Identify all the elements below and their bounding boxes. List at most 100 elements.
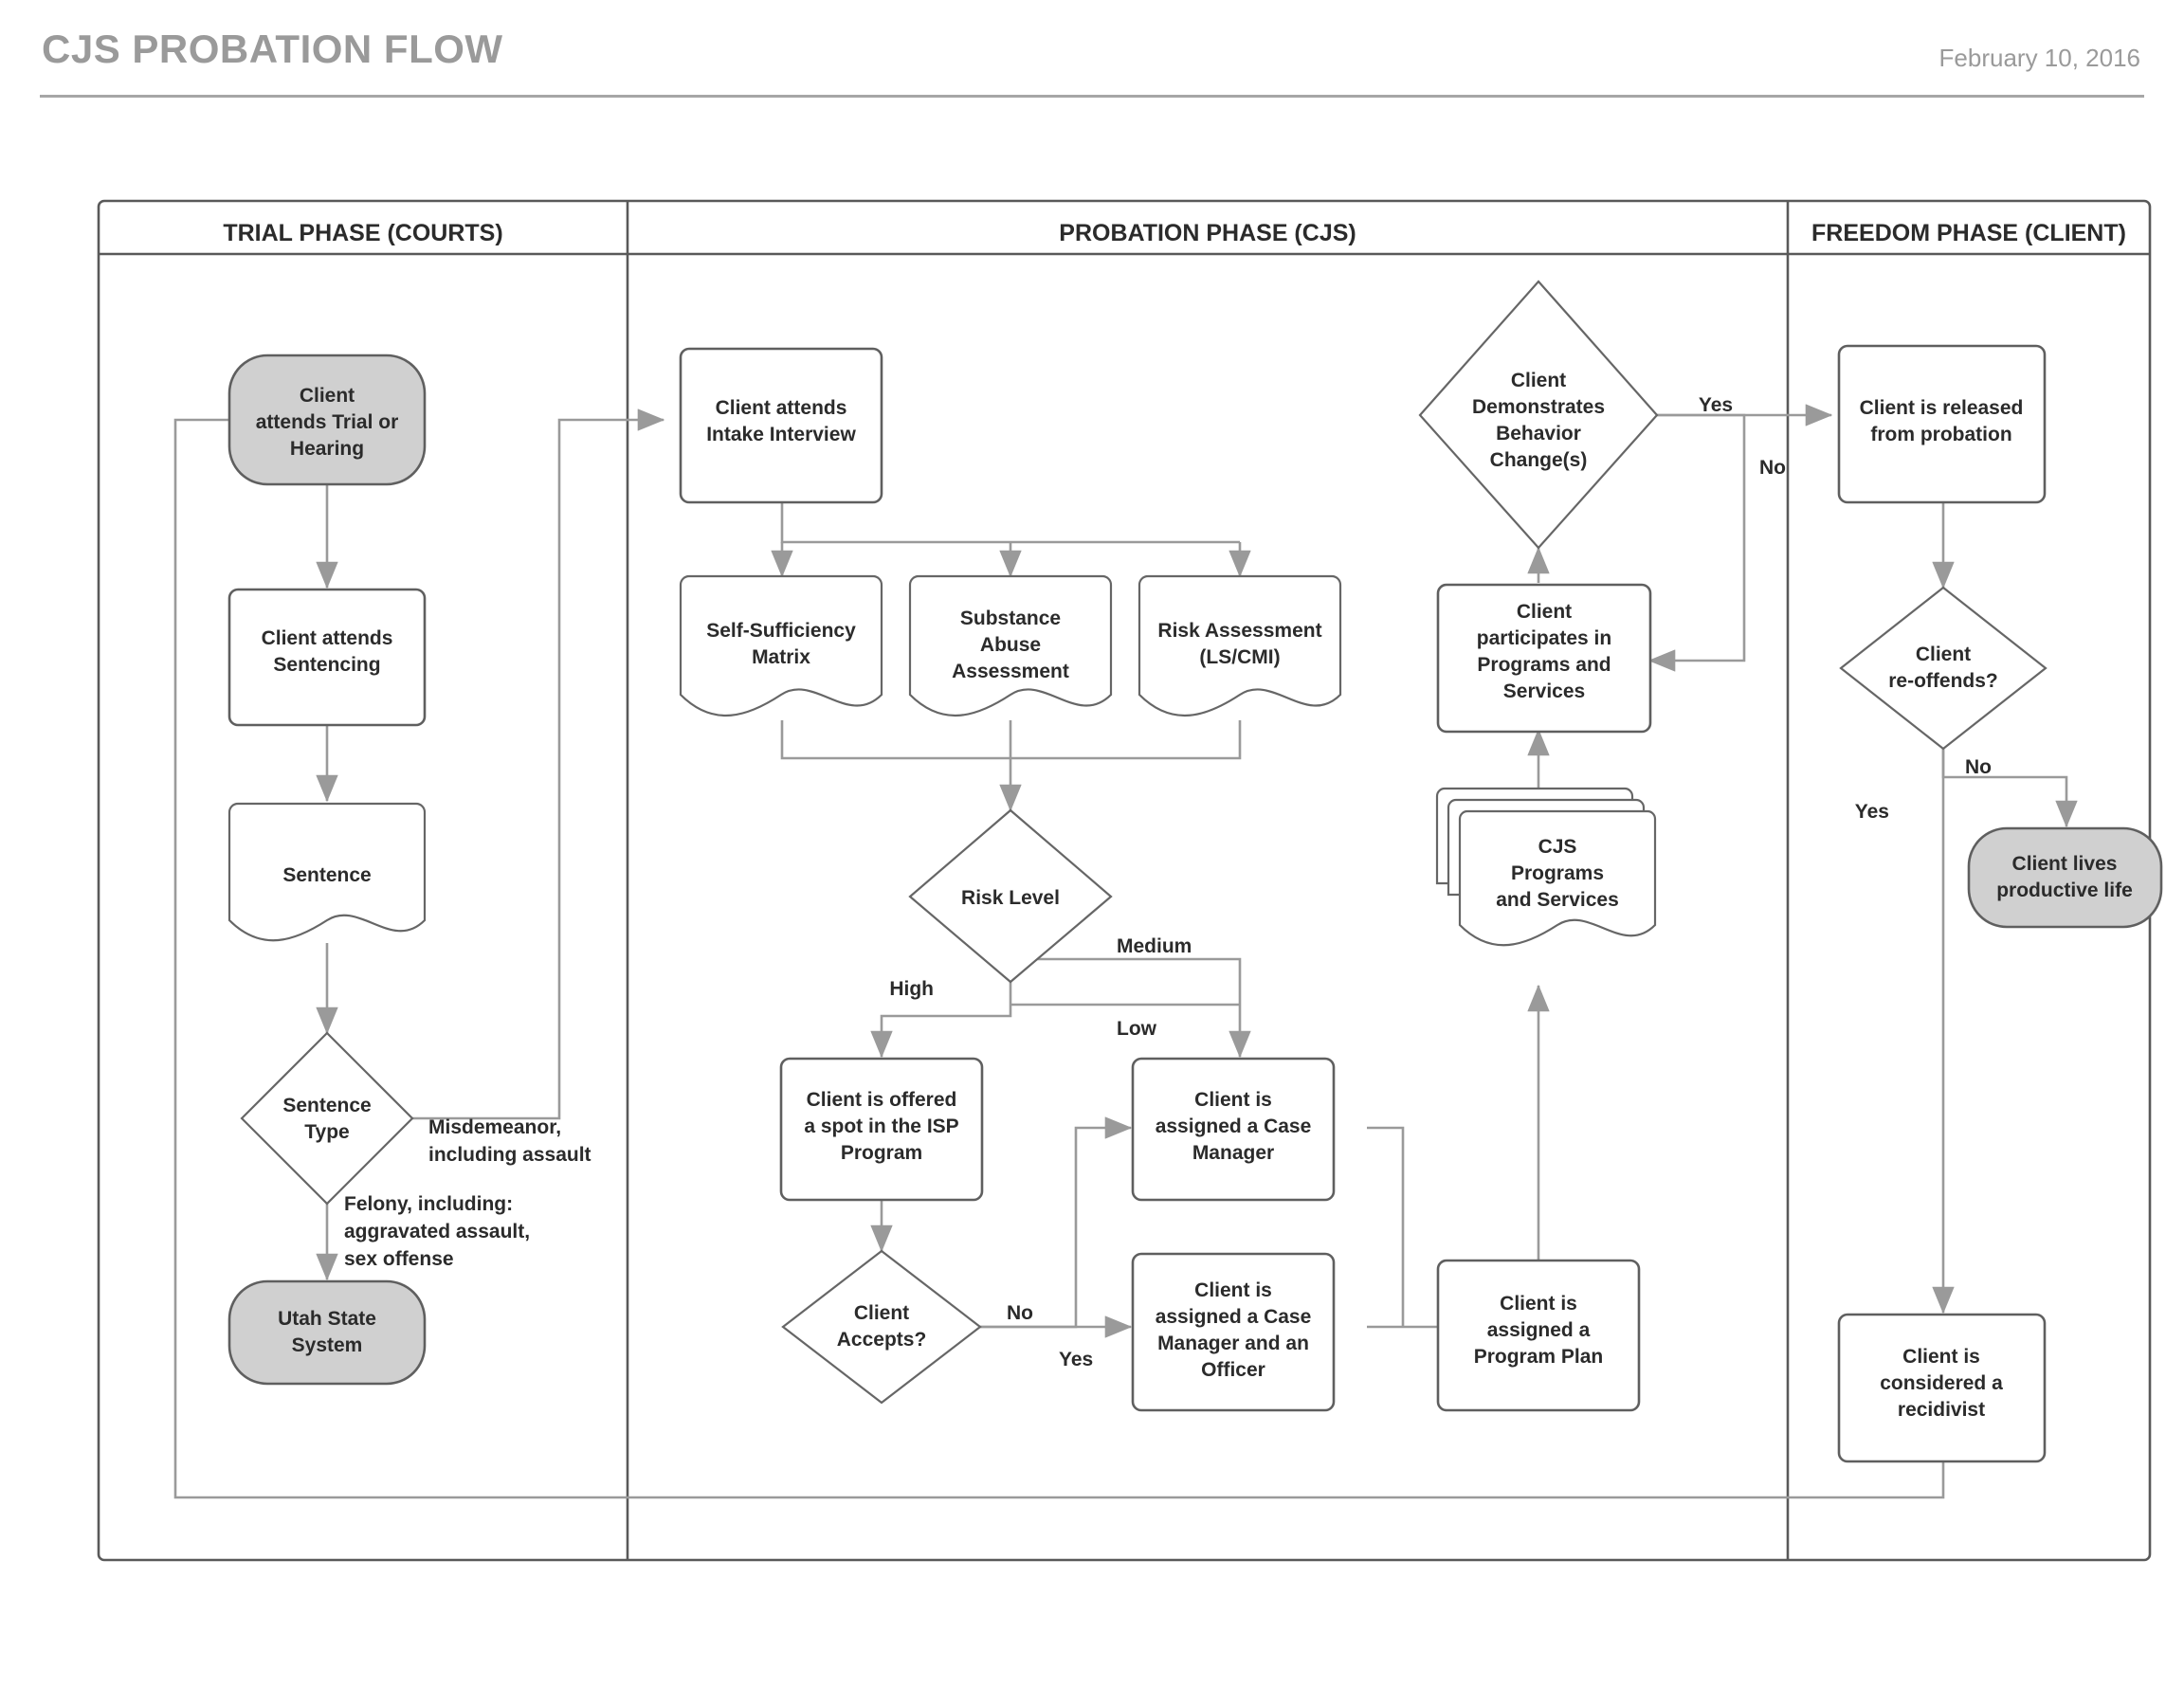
node-plan-line-2: Program Plan bbox=[1474, 1346, 1604, 1368]
node-risklevel-line-0: Risk Level bbox=[961, 887, 1060, 909]
node-intake-line-1: Intake Interview bbox=[706, 424, 856, 445]
node-cm-line-0: Client is bbox=[1194, 1089, 1272, 1111]
node-cjs-programs-and-services[interactable]: CJS Programs and Services bbox=[1435, 787, 1657, 947]
lane-label-freedom: FREEDOM PHASE (CLIENT) bbox=[1811, 220, 2126, 246]
node-case-manager[interactable]: Client is assigned a Case Manager bbox=[1131, 1057, 1336, 1202]
node-recidivist-line-2: recidivist bbox=[1898, 1399, 1985, 1421]
node-behavior-line-3: Change(s) bbox=[1490, 449, 1588, 471]
node-trial-hearing[interactable]: Client attends Trial or Hearing bbox=[228, 354, 427, 486]
node-sentence-type-line-0: Sentence bbox=[282, 1095, 371, 1116]
edge-label-reoffend-no: No bbox=[1965, 756, 1992, 778]
edge-cm-down bbox=[1367, 1126, 1405, 1327]
edge-label-risk-high: High bbox=[889, 978, 934, 1000]
label-accepts-no: No bbox=[1007, 1302, 1033, 1324]
label-felony-line-1: aggravated assault, bbox=[344, 1221, 530, 1243]
node-sentence-type[interactable]: Sentence Type bbox=[240, 1031, 414, 1206]
node-cmo-line-0: Client is bbox=[1194, 1279, 1272, 1301]
node-intake-line-0: Client attends bbox=[716, 397, 847, 419]
node-behavior-line-0: Client bbox=[1511, 370, 1566, 391]
lane-title-probation: PROBATION PHASE (CJS) bbox=[1059, 220, 1356, 246]
edge-label-reoffend-yes: Yes bbox=[1855, 801, 1889, 823]
node-cjs-line-0: CJS bbox=[1538, 836, 1577, 858]
node-sentencing[interactable]: Client attends Sentencing bbox=[228, 588, 427, 727]
lane-label-trial: TRIAL PHASE (COURTS) bbox=[223, 220, 502, 246]
node-risk-assessment[interactable]: Risk Assessment (LS/CMI) bbox=[1138, 574, 1342, 717]
node-utah-state-system[interactable]: Utah State System bbox=[228, 1279, 427, 1386]
node-released-from-probation[interactable]: Client is released from probation bbox=[1837, 344, 2047, 504]
label-misdemeanor-line-0: Misdemeanor, bbox=[428, 1116, 561, 1138]
node-program-plan[interactable]: Client is assigned a Program Plan bbox=[1436, 1259, 1641, 1412]
node-substance-abuse-assessment[interactable]: Substance Abuse Assessment bbox=[908, 574, 1113, 717]
node-accepts-line-1: Accepts? bbox=[837, 1329, 927, 1351]
edge-behavior-no bbox=[1647, 413, 1746, 672]
edge-label-risk-low: Low bbox=[1117, 1018, 1157, 1040]
node-productive-life[interactable]: Client lives productive life bbox=[1967, 826, 2163, 929]
node-client-accepts[interactable]: Client Accepts? bbox=[781, 1249, 982, 1405]
lane-title-freedom: FREEDOM PHASE (CLIENT) bbox=[1811, 220, 2126, 246]
node-cjs-line-2: and Services bbox=[1496, 889, 1619, 911]
node-risk-level[interactable]: Risk Level bbox=[908, 808, 1113, 984]
edge-recidivist-to-hearing bbox=[173, 408, 1945, 1499]
node-sentencing-line-1: Sentencing bbox=[273, 654, 380, 676]
label-misdemeanor-line-1: including assault bbox=[428, 1144, 592, 1166]
node-participates-in-programs[interactable]: Client participates in Programs and Serv… bbox=[1436, 583, 1652, 734]
node-behavior-change[interactable]: Client Demonstrates Behavior Change(s) bbox=[1418, 280, 1659, 550]
node-selfsuff-line-0: Self-Sufficiency bbox=[706, 620, 856, 642]
node-participates-line-1: participates in bbox=[1477, 627, 1611, 649]
node-isp-offer[interactable]: Client is offered a spot in the ISP Prog… bbox=[779, 1057, 984, 1202]
node-isp-line-2: Program bbox=[841, 1142, 922, 1164]
lane-label-probation: PROBATION PHASE (CJS) bbox=[1059, 220, 1356, 246]
edge-risk-high bbox=[870, 982, 1012, 1059]
lane-title-trial: TRIAL PHASE (COURTS) bbox=[223, 220, 502, 246]
node-client-reoffends[interactable]: Client re-offends? bbox=[1839, 586, 2048, 751]
edge-risk-medium bbox=[1009, 957, 1251, 1059]
header-divider bbox=[40, 95, 2144, 98]
node-participates-line-0: Client bbox=[1517, 601, 1572, 623]
node-substance-line-2: Assessment bbox=[952, 661, 1069, 682]
label-risk-low: Low bbox=[1117, 1018, 1157, 1040]
edge-label-behavior-no: No bbox=[1759, 457, 1786, 479]
node-behavior-line-1: Demonstrates bbox=[1472, 396, 1605, 418]
label-risk-medium: Medium bbox=[1117, 935, 1192, 957]
node-accepts-line-0: Client bbox=[854, 1302, 909, 1324]
node-sentence-type-line-1: Type bbox=[304, 1121, 349, 1143]
node-sentence-document[interactable]: Sentence bbox=[228, 802, 427, 942]
node-productive-line-1: productive life bbox=[1996, 880, 2133, 901]
label-accepts-yes: Yes bbox=[1059, 1349, 1093, 1370]
node-plan-line-1: assigned a bbox=[1487, 1319, 1591, 1341]
edge-reoffend-no bbox=[1941, 749, 2078, 828]
node-riskassess-line-0: Risk Assessment bbox=[1157, 620, 1321, 642]
node-recidivist[interactable]: Client is considered a recidivist bbox=[1837, 1313, 2047, 1463]
node-intake-interview[interactable]: Client attends Intake Interview bbox=[679, 347, 883, 504]
edge-misdemeanor-to-intake bbox=[412, 408, 665, 1120]
node-utah-line-1: System bbox=[292, 1334, 363, 1356]
node-cm-line-2: Manager bbox=[1192, 1142, 1274, 1164]
node-productive-line-0: Client lives bbox=[2012, 853, 2118, 875]
edge-label-misdemeanor: Misdemeanor, including assault bbox=[428, 1116, 592, 1166]
node-released-line-0: Client is released bbox=[1860, 397, 2024, 419]
node-cmo-line-3: Officer bbox=[1201, 1359, 1265, 1381]
node-selfsuff-line-1: Matrix bbox=[752, 646, 810, 668]
node-sentence-line-0: Sentence bbox=[282, 864, 371, 886]
node-trial-hearing-line-2: Hearing bbox=[290, 438, 364, 460]
page-title: CJS PROBATION FLOW bbox=[42, 27, 503, 71]
edge-label-felony: Felony, including: aggravated assault, s… bbox=[344, 1193, 530, 1270]
node-self-sufficiency-matrix[interactable]: Self-Sufficiency Matrix bbox=[679, 574, 883, 717]
node-released-line-1: from probation bbox=[1870, 424, 2011, 445]
node-case-manager-and-officer[interactable]: Client is assigned a Case Manager and an… bbox=[1131, 1252, 1336, 1412]
label-felony-line-2: sex offense bbox=[344, 1248, 454, 1270]
node-cjs-line-1: Programs bbox=[1511, 862, 1604, 884]
node-trial-hearing-line-1: attends Trial or bbox=[256, 411, 399, 433]
node-isp-line-0: Client is offered bbox=[807, 1089, 957, 1111]
node-behavior-line-2: Behavior bbox=[1496, 423, 1581, 444]
node-substance-line-1: Abuse bbox=[980, 634, 1041, 656]
label-behavior-no: No bbox=[1759, 457, 1786, 479]
label-felony-line-0: Felony, including: bbox=[344, 1193, 513, 1215]
page-date: February 10, 2016 bbox=[1938, 44, 2140, 72]
label-reoffend-no: No bbox=[1965, 756, 1992, 778]
edge-label-accepts-no: No bbox=[1007, 1302, 1033, 1324]
edge-intake-bus bbox=[780, 502, 1240, 544]
node-recidivist-line-1: considered a bbox=[1880, 1372, 2003, 1394]
